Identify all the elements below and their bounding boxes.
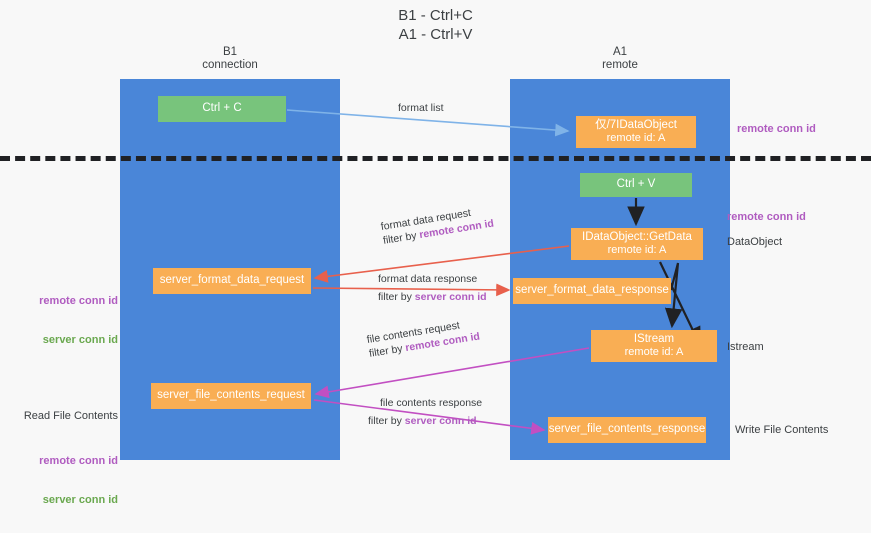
node-ctrl-c-label: Ctrl + C (202, 102, 242, 115)
annotation-remote-conn-id: remote conn id (39, 455, 118, 467)
node-ctrl-v-label: Ctrl + V (616, 178, 656, 191)
edge-label-format-data-response-line1: format data response (378, 273, 478, 285)
edge-label-format-list-line1: format list (398, 102, 444, 114)
annotation-istream: Istream (727, 341, 764, 353)
edge-label-file-contents-response-line1: file contents response (380, 397, 483, 409)
node-idataobject[interactable]: 仅/7IDataObject remote id: A (576, 116, 696, 148)
filter-key-server-conn-id: server conn id (404, 415, 477, 427)
node-server-file-contents-response-label: server_file_contents_response (548, 423, 706, 436)
annotation-dataobject: DataObject (727, 236, 783, 248)
edge-label-file-contents-response-line2: filter by server conn id (368, 414, 482, 428)
annotation-write-file-contents: Write File Contents (735, 424, 829, 436)
node-istream-remote-id: remote id: A (624, 346, 684, 358)
filter-by-prefix: filter by (368, 415, 405, 427)
node-server-format-data-request-label: server_format_data_request (159, 274, 305, 287)
edge-label-format-list: format list (398, 101, 444, 115)
node-server-format-data-response[interactable]: server_format_data_response (513, 278, 671, 304)
node-server-file-contents-request-label: server_file_contents_request (157, 389, 305, 402)
diagram-canvas: B1 - Ctrl+C A1 - Ctrl+V B1 connection A1… (0, 7, 871, 506)
node-istream-label: IStream (633, 332, 675, 345)
node-istream[interactable]: IStream remote id: A (591, 330, 717, 362)
node-server-file-contents-response[interactable]: server_file_contents_response (548, 417, 706, 443)
annotation-remote-conn-id: remote conn id (39, 295, 118, 307)
filter-by-prefix: filter by (378, 291, 415, 303)
edge-label-file-contents-response: file contents response filter by server … (368, 396, 483, 428)
node-idataobject-remote-id: remote id: A (606, 132, 666, 144)
diagram-title: B1 - Ctrl+C A1 - Ctrl+V (398, 7, 473, 43)
column-header-b1: B1 connection (202, 46, 258, 71)
node-getdata-remote-id: remote id: A (607, 244, 667, 256)
column-header-a1: A1 remote (602, 46, 638, 71)
annotation-conn-id-group-1: remote conn id server conn id (10, 269, 118, 373)
annotation-read-file-contents: Read File Contents (23, 410, 118, 422)
node-ctrl-v[interactable]: Ctrl + V (580, 173, 692, 197)
node-server-format-data-request[interactable]: server_format_data_request (153, 268, 311, 294)
phase-divider (0, 156, 871, 161)
annotation-remote-conn-id-mid: remote conn id (727, 211, 806, 223)
edge-label-format-data-response-line2: filter by server conn id (378, 290, 487, 304)
edge-label-format-data-request: format data request filter by remote con… (380, 203, 495, 248)
edge-label-format-data-response: format data response filter by server co… (378, 272, 487, 304)
annotation-server-conn-id: server conn id (42, 334, 118, 346)
annotation-conn-id-group-2: Read File Contents remote conn id server… (10, 384, 118, 533)
filter-key-server-conn-id: server conn id (414, 291, 487, 303)
edge-label-file-contents-request: file contents request filter by remote c… (366, 316, 481, 361)
node-idataobject-getdata[interactable]: IDataObject::GetData remote id: A (571, 228, 703, 260)
node-getdata-label: IDataObject::GetData (582, 230, 692, 243)
node-idataobject-label: 仅/7IDataObject (595, 118, 677, 131)
node-ctrl-c[interactable]: Ctrl + C (158, 96, 286, 122)
node-server-format-data-response-label: server_format_data_response (515, 284, 669, 297)
node-server-file-contents-request[interactable]: server_file_contents_request (151, 383, 311, 409)
annotation-server-conn-id: server conn id (42, 494, 118, 506)
annotation-remote-conn-id-top: remote conn id (737, 123, 816, 135)
